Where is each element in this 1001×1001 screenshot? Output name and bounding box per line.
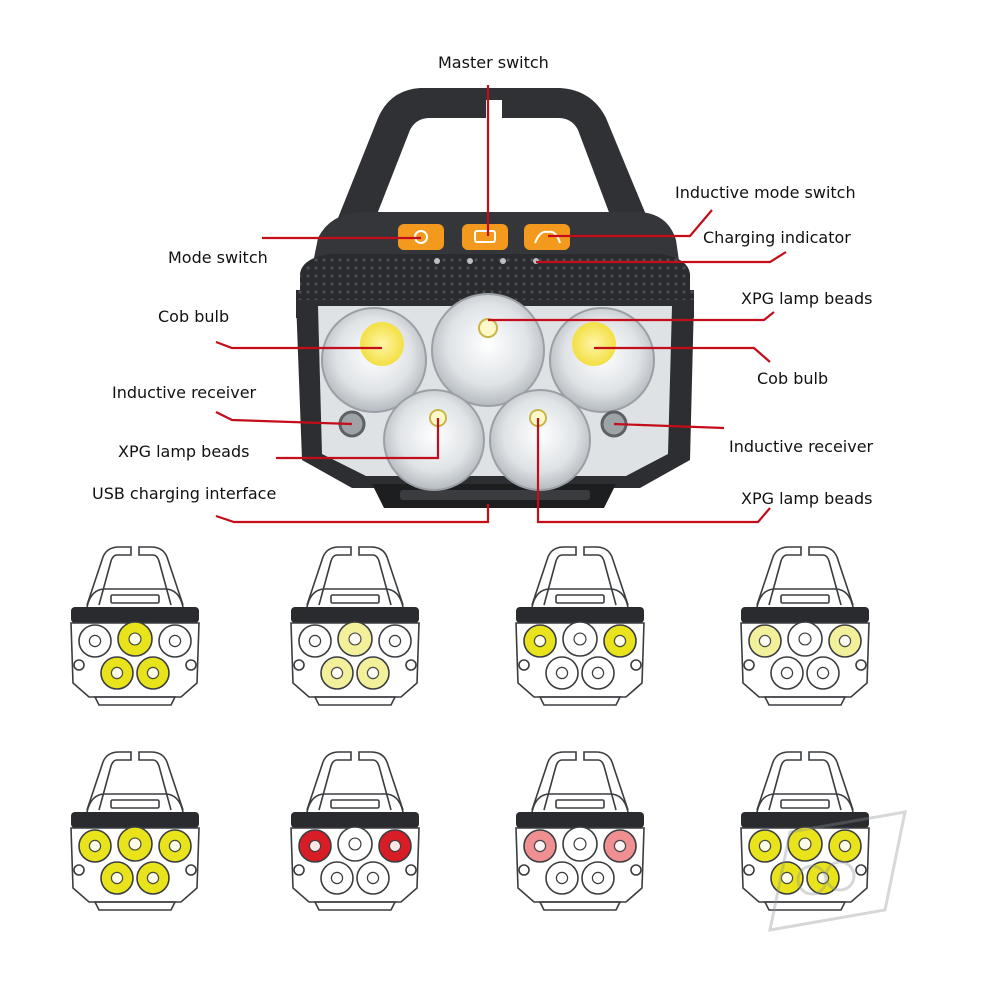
- leader-xpg-left: [276, 418, 440, 460]
- label-mode-switch: Mode switch: [168, 248, 268, 267]
- leader-xpg-top: [488, 311, 775, 322]
- mode-thumbnail-4: [740, 546, 870, 706]
- mode-7-xpg-top: [562, 826, 598, 862]
- mode-2-cob-right: [378, 624, 412, 658]
- mode-thumbnail-5: [70, 751, 200, 911]
- xpg-bottom-right-reflector: [489, 389, 591, 491]
- label-xpg-left: XPG lamp beads: [118, 442, 250, 461]
- mode-1-cob-left: [78, 624, 112, 658]
- mode-thumbnail-2: [290, 546, 420, 706]
- mode-7-xpg-bottom-right: [581, 861, 615, 895]
- mode-7-xpg-bottom-left: [545, 861, 579, 895]
- inductive-mode-switch-button[interactable]: [524, 224, 570, 250]
- mode-6-xpg-bottom-right: [356, 861, 390, 895]
- mode-thumbnail-3: [515, 546, 645, 706]
- mode-2-cob-left: [298, 624, 332, 658]
- lighting-modes-grid: [70, 546, 870, 911]
- leader-xpg-bottom: [536, 418, 771, 524]
- mode-4-xpg-top: [787, 621, 823, 657]
- mode-4-xpg-bottom-right: [806, 656, 840, 690]
- leader-cob-left: [215, 340, 382, 350]
- mode-thumbnail-7: [515, 751, 645, 911]
- grip-band: [300, 254, 690, 300]
- leader-inductive-mode-switch: [548, 209, 713, 238]
- mode-1-cob-right: [158, 624, 192, 658]
- mode-3-xpg-top: [562, 621, 598, 657]
- label-master-switch: Master switch: [438, 53, 549, 72]
- mode-thumbnail-1: [70, 546, 200, 706]
- leader-charging-indicator: [536, 251, 787, 264]
- mode-4-xpg-bottom-left: [770, 656, 804, 690]
- charging-indicator-leds: [434, 258, 539, 264]
- leader-inductive-receiver-left: [215, 411, 353, 426]
- cob-bulb-left: [360, 322, 404, 366]
- label-cob-left: Cob bulb: [158, 307, 230, 326]
- label-usb-charging: USB charging interface: [92, 484, 277, 503]
- label-cob-right: Cob bulb: [757, 369, 829, 388]
- leader-inductive-receiver-right: [613, 422, 725, 430]
- leader-usb: [215, 504, 490, 524]
- power-icon: [474, 230, 496, 243]
- xpg-top-reflector: [431, 293, 545, 407]
- leader-cob-right: [594, 346, 771, 363]
- label-charging-indicator: Charging indicator: [703, 228, 851, 247]
- label-xpg-top: XPG lamp beads: [741, 289, 873, 308]
- mode-6-xpg-top: [337, 826, 373, 862]
- mode-thumbnail-6: [290, 751, 420, 911]
- leader-lines: [215, 85, 787, 524]
- xpg-bottom-left-reflector: [383, 389, 485, 491]
- watermark: [768, 810, 907, 932]
- mode-3-xpg-bottom-left: [545, 656, 579, 690]
- label-inductive-mode-switch: Inductive mode switch: [675, 183, 856, 202]
- label-inductive-receiver-left: Inductive receiver: [112, 383, 257, 402]
- cob-bulb-right: [572, 322, 616, 366]
- label-inductive-receiver-right: Inductive receiver: [729, 437, 874, 456]
- strap-bracket: [318, 88, 668, 268]
- mode-3-xpg-bottom-right: [581, 656, 615, 690]
- mode-6-xpg-bottom-left: [320, 861, 354, 895]
- mode-thumbnail-8: [740, 751, 870, 911]
- main-headlamp: [296, 88, 694, 508]
- master-switch-button[interactable]: [462, 224, 508, 250]
- xpg-top-bead: [478, 318, 498, 338]
- label-xpg-bottom: XPG lamp beads: [741, 489, 873, 508]
